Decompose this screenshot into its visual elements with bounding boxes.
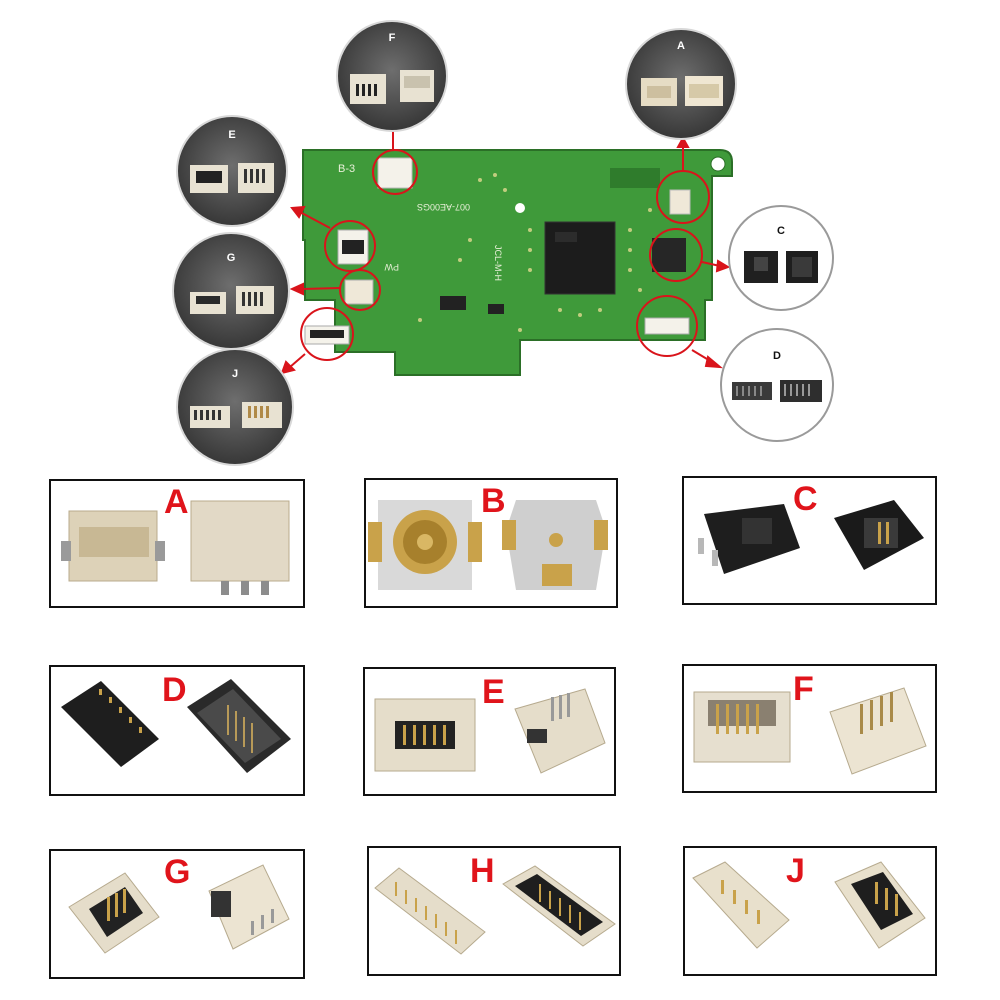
part-box-F: F — [682, 664, 937, 793]
part-letter: G — [164, 853, 191, 891]
callout-E: E — [176, 115, 288, 227]
part-letter: H — [470, 852, 495, 890]
part-letter: F — [793, 670, 814, 708]
callout-A: A — [625, 28, 737, 140]
part-box-G: G — [49, 849, 305, 979]
callout-J: J — [176, 348, 294, 466]
connector-image — [374, 865, 616, 955]
part-letter: D — [162, 671, 187, 709]
connector-image — [61, 679, 291, 773]
part-box-C: C — [682, 476, 937, 605]
part-box-J: J — [683, 846, 937, 976]
connector-image — [744, 251, 818, 283]
connector-image — [190, 286, 274, 314]
part-box-H: H — [367, 846, 621, 976]
callout-C: C — [728, 205, 834, 311]
part-letter: J — [786, 852, 805, 890]
connector-image — [368, 500, 608, 590]
callout-G: G — [172, 232, 290, 350]
silkscreen-model: JCL-M-H — [493, 245, 503, 281]
connector-image — [641, 76, 723, 106]
part-letter: E — [482, 673, 505, 711]
connector-image — [692, 861, 926, 949]
connector-image — [693, 687, 927, 775]
part-box-B: B — [364, 478, 618, 608]
part-box-D: D — [49, 665, 305, 796]
connector-image — [374, 688, 606, 774]
part-letter: C — [793, 480, 818, 518]
connector-image — [68, 864, 290, 954]
connector-image — [190, 163, 274, 193]
pcb-diagram: B-3 007-AE00GS JCL-M-H PW — [280, 117, 733, 376]
connector-image — [698, 500, 924, 574]
part-box-E: E — [363, 667, 616, 796]
pcb-board — [302, 149, 733, 376]
part-box-A: A — [49, 479, 305, 608]
connector-image — [190, 402, 282, 428]
part-letter: A — [164, 483, 189, 521]
silkscreen-part-number: 007-AE00GS — [417, 202, 470, 212]
callout-F: F — [336, 20, 448, 132]
connector-image — [350, 70, 434, 104]
callout-D: D — [720, 328, 834, 442]
silkscreen-pw: PW — [384, 262, 399, 272]
part-letter: B — [481, 482, 506, 520]
connector-image — [61, 500, 290, 595]
connector-image — [732, 380, 822, 402]
silkscreen-b3: B-3 — [338, 163, 355, 175]
